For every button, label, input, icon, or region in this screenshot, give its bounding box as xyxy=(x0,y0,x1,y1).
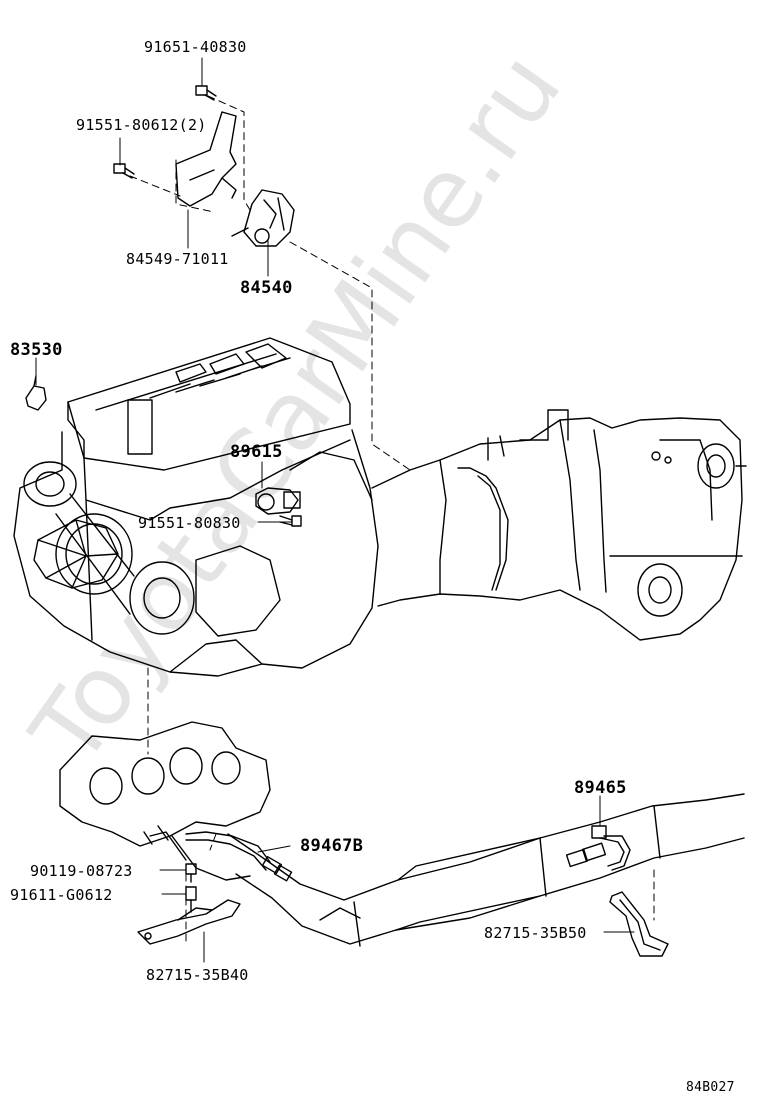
label-91651-40830: 91651-40830 xyxy=(144,38,247,56)
heat-insulator-82715-35b50-icon xyxy=(609,891,669,957)
bolt-91651-icon xyxy=(195,85,217,101)
label-82715-35b40: 82715-35B40 xyxy=(146,966,249,984)
label-90119-08723: 90119-08723 xyxy=(30,862,133,880)
engine-icon xyxy=(13,337,379,677)
label-91551-80612: 91551-80612(2) xyxy=(76,116,207,134)
transmission-icon xyxy=(371,409,747,641)
clip-90119-icon xyxy=(185,863,197,883)
label-84549-71011: 84549-71011 xyxy=(126,250,229,268)
o2-sensor-89467b-icon xyxy=(143,825,293,882)
label-89467b: 89467B xyxy=(300,836,364,856)
diagram-code: 84B027 xyxy=(686,1080,735,1095)
neutral-switch-84540-icon xyxy=(231,189,295,247)
label-89615: 89615 xyxy=(230,442,283,462)
bolt-91611-icon xyxy=(185,886,197,913)
heat-insulator-82715-35b40-icon xyxy=(137,899,241,945)
exhaust-manifold-icon xyxy=(59,721,271,881)
knock-sensor-89615-icon xyxy=(255,487,301,515)
leader-lines xyxy=(35,57,635,963)
o2-sensor-89465-icon xyxy=(565,825,631,871)
label-91551-80830: 91551-80830 xyxy=(138,514,241,532)
label-89465: 89465 xyxy=(574,778,627,798)
label-84540: 84540 xyxy=(240,278,293,298)
label-82715-35b50: 82715-35B50 xyxy=(484,924,587,942)
label-91611-g0612: 91611-G0612 xyxy=(10,886,113,904)
bolt-91551-80830-icon xyxy=(279,515,302,527)
oil-pressure-switch-83530-icon xyxy=(25,375,47,411)
label-83530: 83530 xyxy=(10,340,63,360)
bracket-84549-icon xyxy=(175,111,237,207)
bolt-91551-80612-icon xyxy=(113,163,135,179)
